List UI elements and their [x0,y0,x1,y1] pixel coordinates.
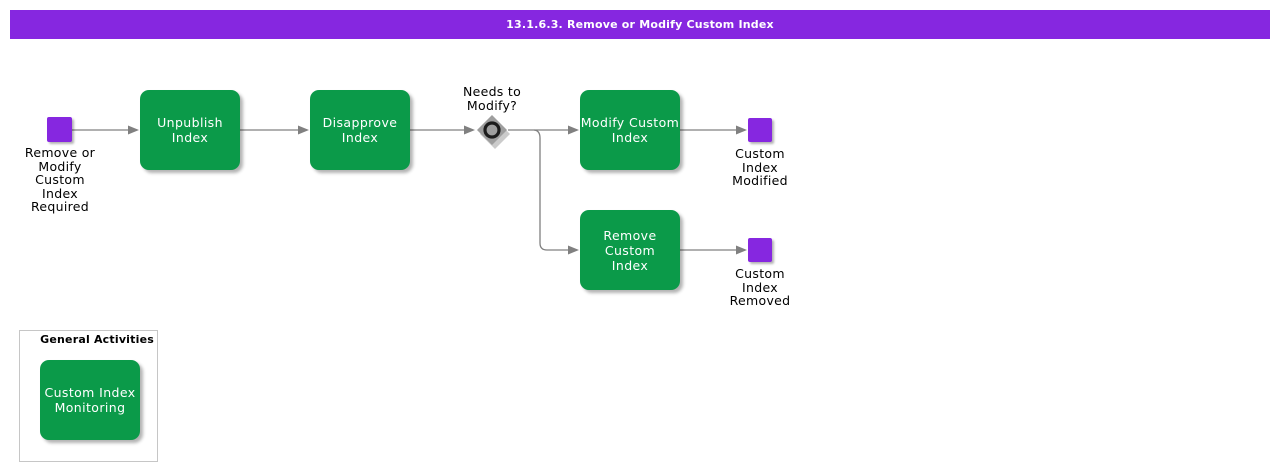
end-event-modified-label: Custom Index Modified [732,146,788,188]
diagram-title-bar: 13.1.6.3. Remove or Modify Custom Index [10,10,1270,39]
end-event-modified-square [748,118,772,142]
task-custom-index-monitoring-label: Custom Index Monitoring [44,385,136,415]
task-disapprove-index[interactable]: Disapprove Index [310,90,410,170]
task-modify-custom-index[interactable]: Modify Custom Index [580,90,680,170]
task-modify-custom-index-label: Modify Custom Index [580,115,680,145]
task-unpublish-index-label: Unpublish Index [157,115,223,145]
start-event-square [47,117,72,142]
decision-label: Needs to Modify? [462,84,522,113]
task-custom-index-monitoring[interactable]: Custom Index Monitoring [40,360,140,440]
start-event-label: Remove or Modify Custom Index Required [24,145,96,214]
task-remove-custom-index-label: Remove Custom Index [603,227,657,273]
end-event-removed-label: Custom Index Removed [729,266,791,308]
task-disapprove-index-label: Disapprove Index [322,115,398,145]
end-event-removed-square [748,238,772,262]
task-remove-custom-index[interactable]: Remove Custom Index [580,210,680,290]
decision-gateway-icon [477,115,510,149]
task-unpublish-index[interactable]: Unpublish Index [140,90,240,170]
general-activities-title: General Activities [40,333,154,346]
diagram-title: 13.1.6.3. Remove or Modify Custom Index [506,18,774,31]
